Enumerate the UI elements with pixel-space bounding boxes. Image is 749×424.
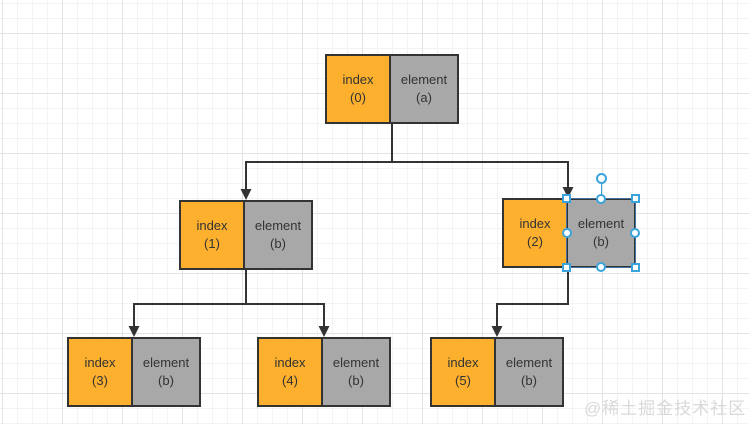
element-label: element [577,216,625,231]
resize-handle-nw[interactable] [562,194,571,203]
element-value: (b) [348,373,364,388]
tree-node-0[interactable]: index (0) element (a) [325,54,459,124]
index-label: index [447,355,479,370]
resize-handle-se[interactable] [631,263,640,272]
tree-node-1[interactable]: index (1) element (b) [179,200,313,270]
edge-node2-node5[interactable] [491,268,569,337]
index-value: (4) [282,373,298,388]
resize-handle-e[interactable] [630,228,640,238]
element-box[interactable]: element (b) [131,337,201,407]
element-value: (a) [416,90,432,105]
edge-node1-node4[interactable] [246,303,330,337]
index-label: index [342,72,374,87]
element-box[interactable]: element (a) [389,54,459,124]
arrowhead-down-icon [318,326,330,337]
resize-handle-n[interactable] [596,194,606,204]
index-box[interactable]: index (5) [430,337,496,407]
arrowhead-down-icon [491,326,503,337]
element-label: element [254,218,302,233]
index-box[interactable]: index (0) [325,54,391,124]
tree-node-4[interactable]: index (4) element (b) [257,337,391,407]
resize-handle-ne[interactable] [631,194,640,203]
index-label: index [274,355,306,370]
element-box[interactable]: element (b) [494,337,564,407]
index-value: (5) [455,373,471,388]
arrowhead-down-icon [128,326,140,337]
watermark: @稀土掘金技术社区 [584,399,747,418]
edge-node0-node2[interactable] [392,161,574,198]
arrowhead-down-icon [240,189,252,200]
element-value: (b) [593,234,609,249]
index-value: (1) [204,236,220,251]
index-value: (0) [350,90,366,105]
edge-node0-node1[interactable] [240,124,393,200]
tree-node-5[interactable]: index (5) element (b) [430,337,564,407]
element-box[interactable]: element (b) [243,200,313,270]
edge-node1-node3[interactable] [128,270,247,337]
element-box-selected[interactable]: element (b) [566,198,636,268]
element-value: (b) [158,373,174,388]
arrowhead-down-icon [562,187,574,198]
element-value: (b) [521,373,537,388]
index-box[interactable]: index (1) [179,200,245,270]
element-box[interactable]: element (b) [321,337,391,407]
index-box[interactable]: index (3) [67,337,133,407]
element-value: (b) [270,236,286,251]
index-box[interactable]: index (4) [257,337,323,407]
tree-node-3[interactable]: index (3) element (b) [67,337,201,407]
rotate-handle[interactable] [595,173,607,184]
element-label: element [400,72,448,87]
index-value: (2) [527,234,543,249]
index-label: index [196,218,228,233]
element-label: element [142,355,190,370]
index-value: (3) [92,373,108,388]
index-box[interactable]: index (2) [502,198,568,268]
resize-handle-s[interactable] [596,262,606,272]
index-label: index [519,216,551,231]
resize-handle-sw[interactable] [562,263,571,272]
element-label: element [332,355,380,370]
index-label: index [84,355,116,370]
element-label: element [505,355,553,370]
resize-handle-w[interactable] [562,228,572,238]
